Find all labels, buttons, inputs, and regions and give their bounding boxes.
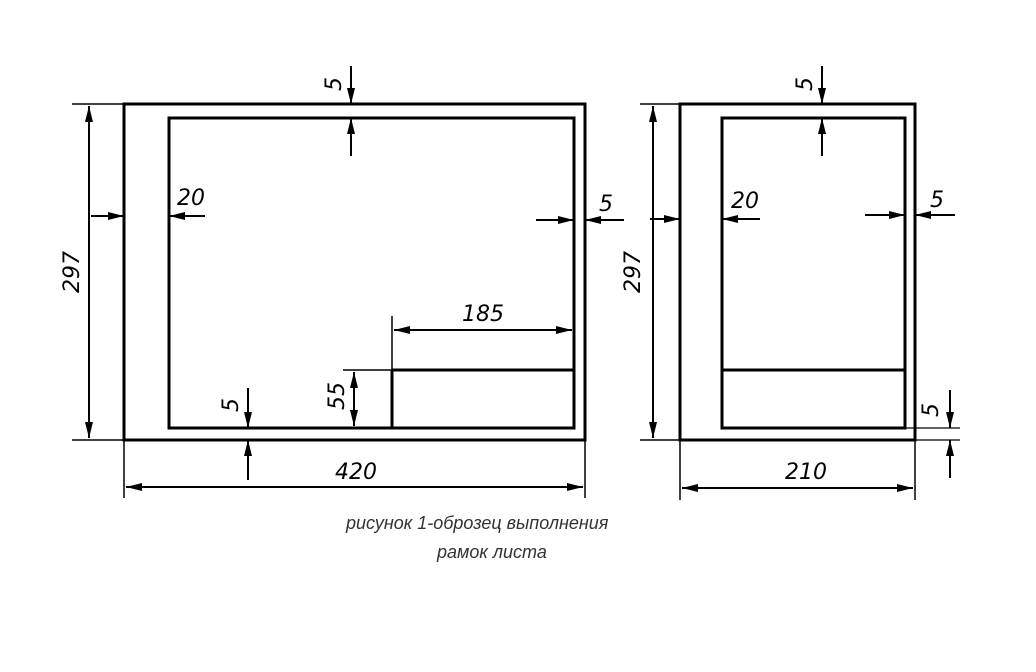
a3-bottom-margin-label: 5	[219, 398, 244, 412]
a4-bottom-margin-dimension: 5	[905, 390, 960, 478]
a3-top-margin-dimension: 5	[322, 66, 355, 156]
a4-height-label: 297	[621, 251, 646, 293]
a4-left-margin-label: 20	[731, 189, 759, 214]
sheet-a4: 297 210 5 20 5	[621, 66, 960, 500]
a3-width-label: 420	[335, 460, 377, 485]
a3-width-dimension: 420	[123, 440, 586, 498]
a4-bottom-margin-label: 5	[919, 403, 944, 417]
a3-height-label: 297	[60, 251, 85, 293]
a3-outer-border	[122, 102, 587, 442]
a4-right-margin-dimension: 5	[865, 188, 955, 219]
a4-left-margin-dimension: 20	[650, 189, 760, 223]
a3-title-width-dimension: 185	[391, 302, 572, 370]
sheet-a3: 297 420 5 20 5	[60, 66, 624, 498]
a3-title-width-label: 185	[462, 302, 504, 327]
a4-width-label: 210	[785, 460, 827, 485]
caption-line-2: рамок листа	[437, 542, 547, 562]
a4-right-margin-label: 5	[930, 188, 944, 213]
a4-width-dimension: 210	[679, 440, 916, 500]
a4-height-dimension: 297	[621, 103, 680, 441]
a3-bottom-margin-dimension: 5	[219, 388, 252, 480]
a3-height-dimension: 297	[60, 103, 124, 441]
a3-top-margin-label: 5	[322, 77, 347, 91]
a3-title-height-dimension: 55	[325, 369, 392, 426]
a3-left-margin-label: 20	[177, 186, 205, 211]
a4-top-margin-dimension: 5	[793, 66, 826, 156]
a3-left-margin-dimension: 20	[91, 186, 205, 220]
a3-right-margin-dimension: 5	[536, 192, 624, 224]
caption-line-1: рисунок 1-оброзец выполнения	[346, 513, 609, 533]
a4-inner-frame	[720, 116, 907, 430]
a3-right-margin-label: 5	[599, 192, 613, 217]
a4-top-margin-label: 5	[793, 77, 818, 91]
a3-inner-frame	[167, 116, 576, 430]
a3-title-block	[390, 368, 574, 428]
a4-outer-border	[678, 102, 917, 442]
a3-title-height-label: 55	[325, 382, 350, 410]
